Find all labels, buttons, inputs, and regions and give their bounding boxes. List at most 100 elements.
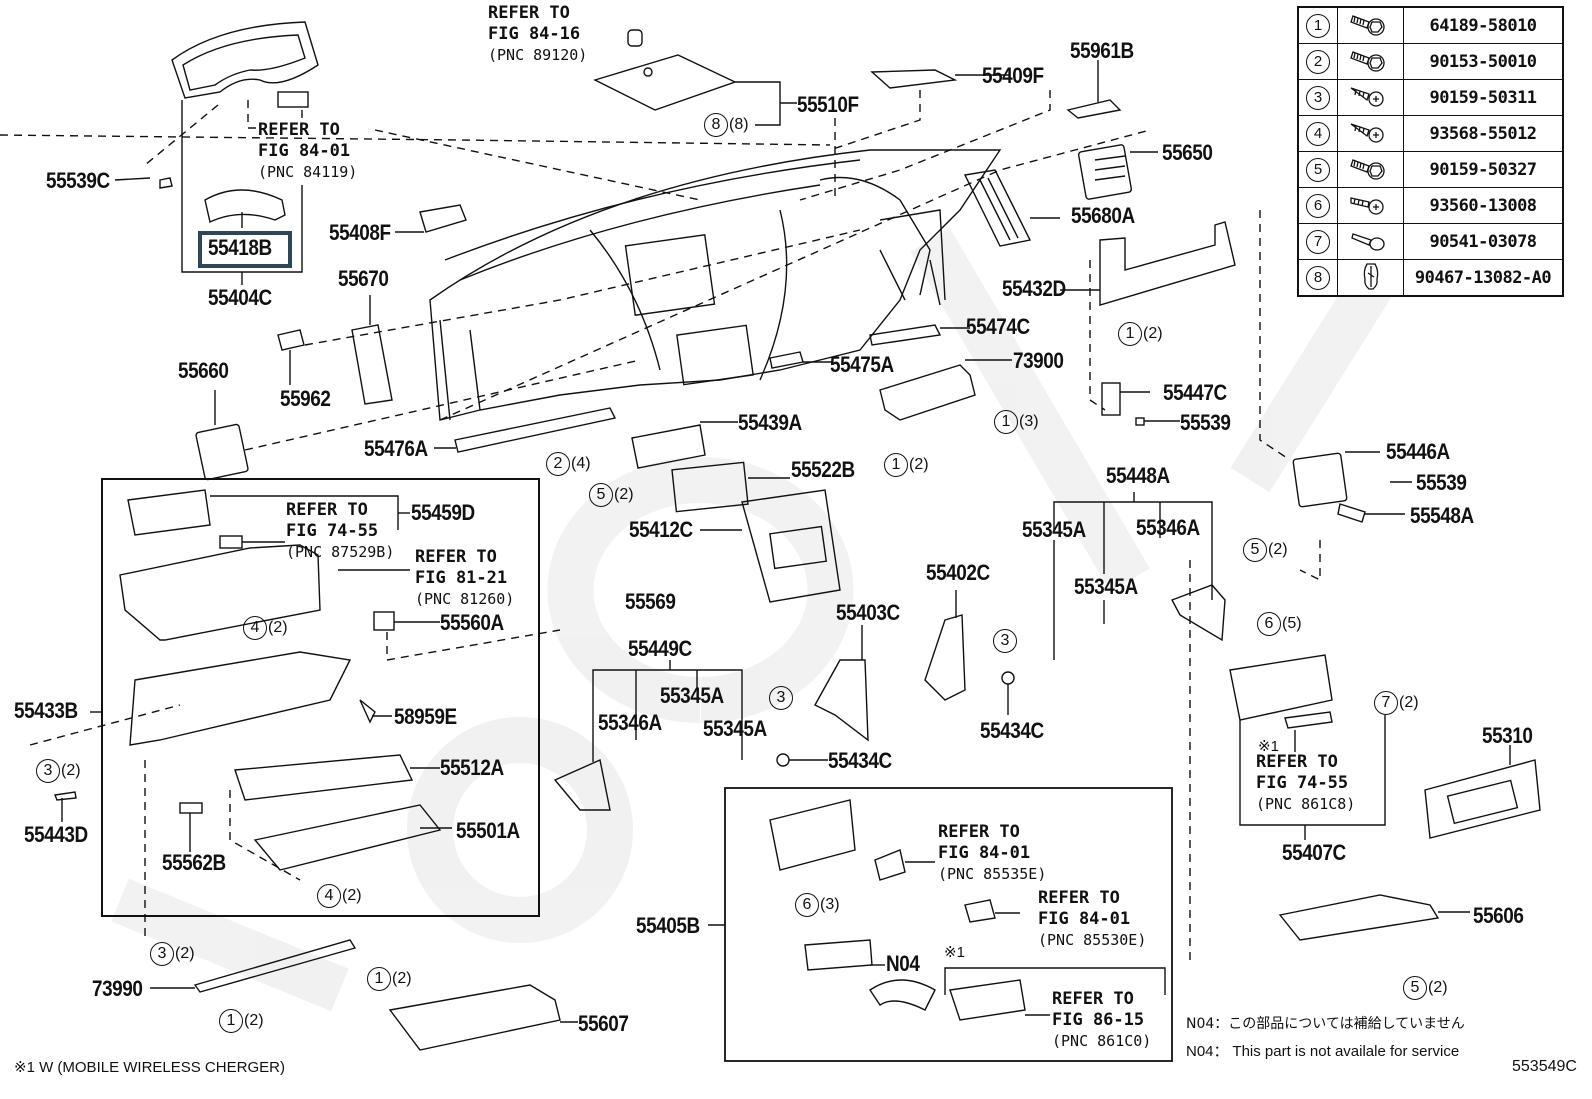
part-label[interactable]: 55404C — [208, 285, 272, 310]
part-label[interactable]: 55433B — [14, 698, 78, 723]
part-label[interactable]: 55459D — [411, 500, 475, 525]
fastener-callout[interactable]: 1(2) — [367, 967, 412, 991]
fastener-part-number[interactable]: 90541-03078 — [1403, 223, 1564, 260]
fastener-callout[interactable]: 4(2) — [317, 884, 362, 908]
part-label[interactable]: 55449C — [628, 636, 692, 661]
part-label[interactable]: 55446A — [1386, 439, 1450, 464]
part-label[interactable]: 55539 — [1180, 410, 1231, 435]
footnote-n04-japanese: N04：この部品については補給していません — [1186, 1016, 1465, 1032]
hex-flange-bolt-icon — [1349, 14, 1393, 42]
part-label[interactable]: 55680A — [1071, 203, 1135, 228]
part-label[interactable]: 55439A — [738, 410, 802, 435]
part-label-highlighted[interactable]: 55418B — [208, 235, 272, 260]
part-label[interactable]: 55408F — [329, 220, 391, 245]
part-label[interactable]: 55569 — [625, 589, 676, 614]
fastener-part-number[interactable]: 90153-50010 — [1403, 43, 1564, 80]
part-label[interactable]: 55548A — [1410, 503, 1474, 528]
part-label[interactable]: 55474C — [966, 314, 1030, 339]
part-label[interactable]: 55403C — [836, 600, 900, 625]
part-label[interactable]: 55345A — [703, 716, 767, 741]
part-label[interactable]: 55345A — [660, 683, 724, 708]
part-label[interactable]: 55412C — [629, 517, 693, 542]
part-label[interactable]: 55407C — [1282, 840, 1346, 865]
part-label[interactable]: 55476A — [364, 436, 428, 461]
fastener-callout[interactable]: 7(2) — [1374, 691, 1419, 715]
part-label[interactable]: 55345A — [1022, 517, 1086, 542]
fastener-callout[interactable]: 4(2) — [243, 616, 288, 640]
part-label[interactable]: 55650 — [1162, 140, 1213, 165]
fastener-part-number[interactable]: 90159-50327 — [1403, 151, 1564, 188]
fastener-callout[interactable]: 2(4) — [546, 452, 591, 476]
fastener-callout[interactable]: 5(2) — [589, 483, 634, 507]
part-label[interactable]: 73900 — [1013, 348, 1064, 373]
part-label[interactable]: 55402C — [926, 560, 990, 585]
fastener-callout[interactable]: 3(2) — [150, 942, 195, 966]
vent-55660 — [195, 390, 249, 481]
fastener-part-number[interactable]: 64189-58010 — [1403, 6, 1564, 44]
fastener-callout[interactable]: 1(3) — [994, 410, 1039, 434]
fastener-callout[interactable]: 1(2) — [1118, 322, 1163, 346]
part-label[interactable]: 55345A — [1074, 574, 1138, 599]
part-label[interactable]: 55448A — [1106, 463, 1170, 488]
fastener-callout[interactable]: 6(3) — [795, 893, 840, 917]
fastener-part-number[interactable]: 93568-55012 — [1403, 115, 1564, 152]
part-label[interactable]: 55434C — [828, 748, 892, 773]
part-label[interactable]: 55346A — [598, 710, 662, 735]
part-label[interactable]: 55670 — [338, 266, 389, 291]
part-label[interactable]: 55346A — [1136, 515, 1200, 540]
fastener-callout[interactable]: 5(2) — [1243, 538, 1288, 562]
part-label[interactable]: 58959E — [394, 704, 457, 729]
part-label[interactable]: 55606 — [1473, 903, 1524, 928]
part-label[interactable]: 55539C — [46, 168, 110, 193]
part-label[interactable]: 55607 — [578, 1011, 629, 1036]
part-label[interactable]: 55961B — [1070, 38, 1134, 63]
fastener-callout[interactable]: 6(5) — [1257, 612, 1302, 636]
fastener-callout[interactable]: 3 — [993, 629, 1017, 653]
part-label[interactable]: 55434C — [980, 718, 1044, 743]
fastener-part-number[interactable]: 90467-13082-A0 — [1403, 259, 1564, 297]
part-label[interactable]: 55310 — [1482, 723, 1533, 748]
part-label[interactable]: 55562B — [162, 850, 226, 875]
part-label[interactable]: 55539 — [1416, 470, 1467, 495]
fastener-qty: (4) — [571, 455, 591, 472]
part-label[interactable]: 55432D — [1002, 276, 1066, 301]
bracket-73900 — [879, 359, 1012, 421]
part-label[interactable]: 55660 — [178, 358, 229, 383]
part-label[interactable]: 55405B — [636, 913, 700, 938]
fastener-part-number[interactable]: 90159-50311 — [1403, 79, 1564, 116]
fastener-callout[interactable]: 8(8) — [704, 113, 749, 137]
fastener-callout[interactable]: 1(2) — [884, 453, 929, 477]
part-label[interactable]: 55510F — [797, 92, 859, 117]
part-label[interactable]: 55475A — [830, 352, 894, 377]
part-label[interactable]: 55512A — [440, 755, 504, 780]
part-label[interactable]: 55447C — [1163, 380, 1227, 405]
fastener-callout[interactable]: 3 — [769, 686, 793, 710]
fastener-callout[interactable]: 3(2) — [36, 759, 81, 783]
fastener-part-number[interactable]: 93560-13008 — [1403, 187, 1564, 224]
part-label[interactable]: 73990 — [92, 976, 143, 1001]
fastener-callout[interactable]: 5(2) — [1403, 976, 1448, 1000]
part-label[interactable]: 55409F — [982, 63, 1044, 88]
part-label[interactable]: 55560A — [440, 610, 504, 635]
part-label[interactable]: 55522B — [791, 457, 855, 482]
fastener-callout[interactable]: 1(2) — [219, 1009, 264, 1033]
part-label[interactable]: 55501A — [456, 818, 520, 843]
part-label[interactable]: 55962 — [280, 386, 331, 411]
part-label[interactable]: 55443D — [24, 822, 88, 847]
